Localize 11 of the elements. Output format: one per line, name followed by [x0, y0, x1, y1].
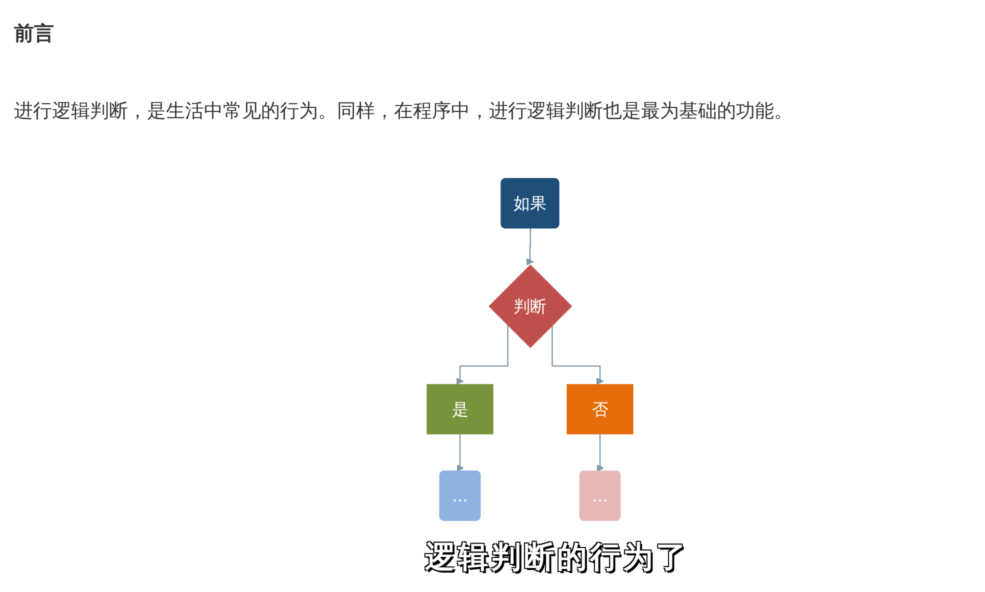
- node-box: 否: [566, 384, 634, 434]
- intro-paragraph: 进行逻辑判断，是生活中常见的行为。同样，在程序中，进行逻辑判断也是最为基础的功能。: [14, 99, 793, 124]
- arrow: [526, 228, 534, 266]
- arrow: [552, 325, 604, 385]
- arrow: [596, 434, 604, 472]
- node-diamond: 判断: [488, 264, 572, 348]
- page-heading: 前言: [14, 20, 54, 47]
- node-box: 是: [426, 384, 494, 434]
- video-subtitle: 逻辑判断的行为了: [425, 540, 689, 576]
- arrow: [456, 434, 464, 472]
- arrow: [456, 325, 508, 385]
